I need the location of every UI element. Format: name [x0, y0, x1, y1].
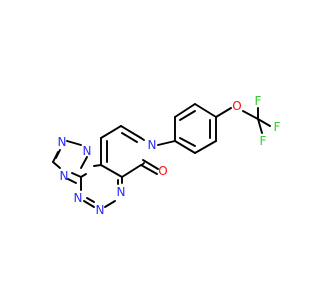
bond-c10-c11-inner — [121, 132, 138, 143]
bond-c3a-n4t-inner — [67, 178, 77, 184]
atom-n-triazole-2: N — [58, 135, 67, 149]
bond-c6a-c10a — [100, 164, 123, 178]
atom-n-triazole-4: N — [60, 169, 69, 183]
bond-carbonyl-b — [142, 159, 159, 170]
bond-n4-n3 — [83, 200, 95, 208]
atom-labels: N O N N N N N N O F F F — [58, 94, 281, 217]
bond-ar-o — [215, 107, 232, 118]
bond-ar5-ar6 — [194, 140, 217, 154]
atom-n-triazine-3: N — [74, 191, 83, 205]
bond-ar2-ar3-inner — [179, 110, 196, 121]
bond-n-ch — [52, 161, 61, 169]
atom-o-carbonyl: O — [158, 164, 167, 178]
bond-c-f-down — [257, 118, 263, 134]
bond-c6-c6a — [121, 164, 142, 178]
bond-n1-c10a — [93, 164, 102, 167]
bond-n5-n4 — [104, 200, 116, 208]
bond-ar2-ar3 — [174, 103, 196, 118]
bond-ch-n-inner — [55, 149, 61, 159]
bond-n-aryl — [157, 140, 176, 146]
bond-n1-c — [80, 156, 88, 169]
bond-c9a-c10 — [100, 125, 122, 139]
bond-c3a-n1-stub — [80, 173, 87, 178]
bond-skeleton — [52, 103, 271, 208]
bond-o-cf3 — [242, 110, 259, 120]
bond-n-n1 — [66, 140, 82, 146]
atom-o-ether: O — [232, 99, 241, 113]
atom-n-triazine-5: N — [117, 185, 126, 199]
bond-ar6-ar1-inner — [179, 137, 196, 147]
atom-f-bottom: F — [260, 134, 267, 148]
atom-n-triazole-1: N — [83, 144, 92, 158]
atom-n-pyridinone: N — [148, 138, 157, 152]
atom-n-triazine-4: N — [96, 203, 105, 217]
bond-ar6-ar1 — [174, 140, 196, 154]
atom-f-top: F — [255, 94, 262, 108]
bond-c-f-right — [257, 118, 271, 127]
bond-n4-n3-inner — [86, 197, 95, 203]
bond-c10-c11 — [120, 125, 142, 139]
bond-c3a-n4t — [71, 172, 82, 178]
atom-f-right: F — [274, 120, 281, 134]
bond-ar3-ar4 — [194, 103, 217, 118]
bond-carbonyl-a — [140, 164, 158, 175]
bond-c11-n-stub — [140, 137, 145, 141]
molecule-structure: N O N N N N N N O F F F — [52, 94, 281, 217]
